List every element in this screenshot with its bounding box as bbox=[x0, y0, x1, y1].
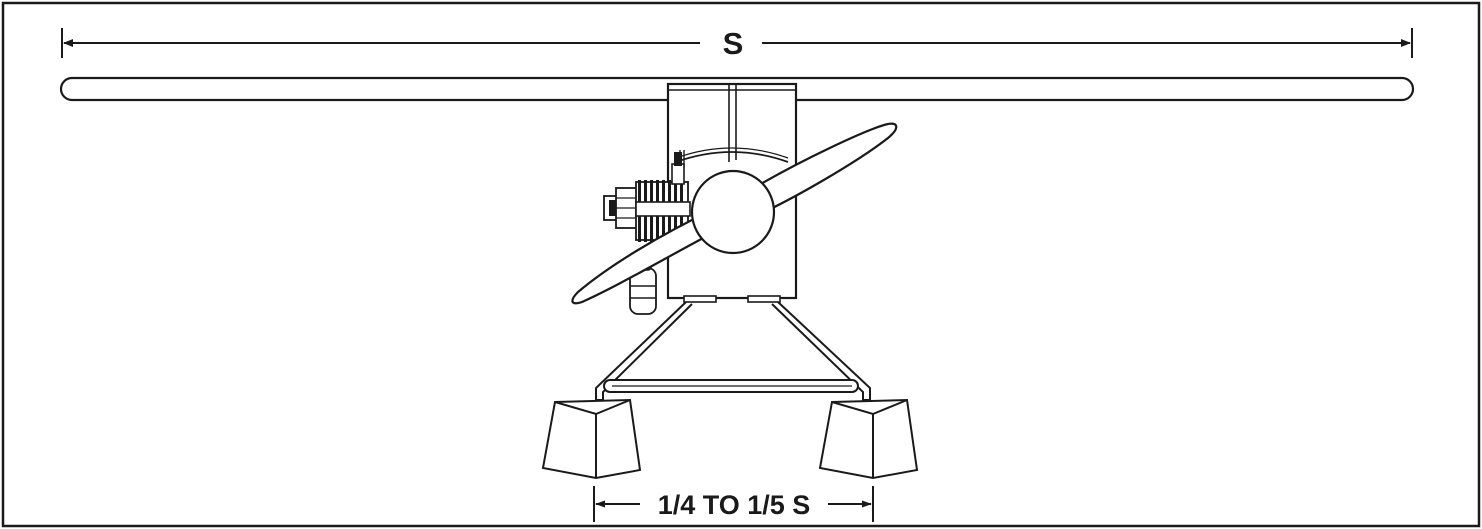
wheel-right bbox=[818, 398, 919, 480]
engine bbox=[603, 152, 691, 315]
gear-track-dimension: 1/4 TO 1/5 S bbox=[593, 486, 874, 522]
span-dimension: S bbox=[61, 26, 1413, 61]
cowl-line bbox=[675, 151, 789, 163]
landing-gear bbox=[595, 301, 871, 401]
propeller-blade-lower bbox=[571, 206, 724, 305]
gear-track-label: 1/4 TO 1/5 S bbox=[658, 490, 811, 520]
wheel-left bbox=[541, 398, 642, 480]
gear-strut-right bbox=[771, 301, 871, 401]
span-label: S bbox=[723, 26, 744, 61]
spinner bbox=[690, 169, 776, 255]
propeller-blade-upper bbox=[740, 122, 898, 224]
propeller bbox=[571, 122, 898, 305]
